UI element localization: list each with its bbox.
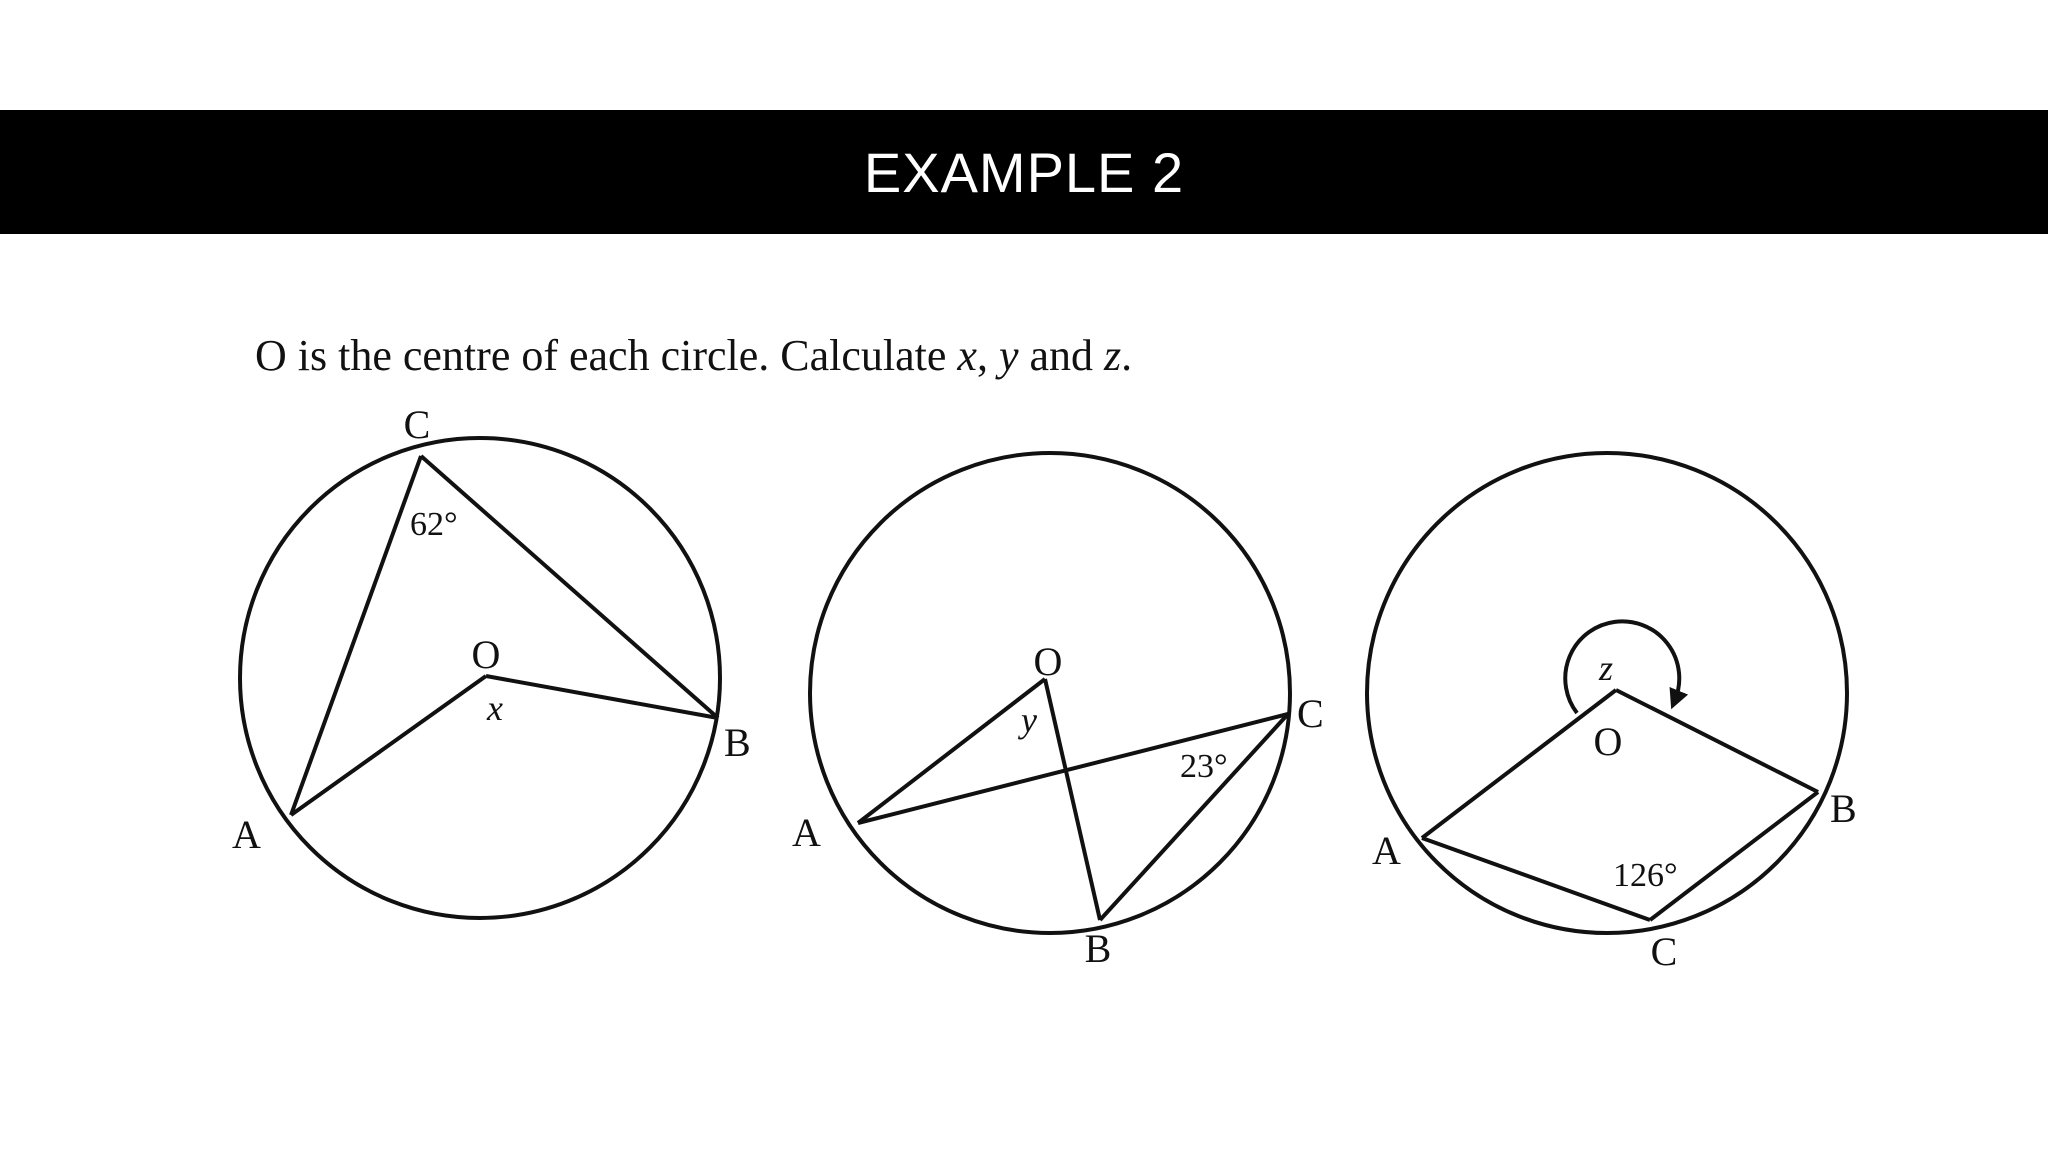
figure-3-label-c: C: [1651, 929, 1678, 974]
figure-1-label-c: C: [404, 402, 431, 447]
figure-3-radius-oa: [1420, 688, 1618, 840]
figure-3-radius-ob: [1615, 688, 1819, 794]
title-bar: EXAMPLE 2: [0, 110, 2048, 234]
figure-3-chord-cb: [1648, 790, 1820, 922]
figure-2-angle-label: 23°: [1180, 748, 1228, 785]
figure-3-chord-ac: [1421, 836, 1651, 922]
figure-1-label-b: B: [724, 720, 751, 765]
figure-2-circle: [808, 451, 1292, 935]
question-prefix: O is the centre of each circle. Calculat…: [255, 331, 958, 380]
figure-2-chord-ac: [857, 712, 1289, 825]
figure-1-radius-oa: [289, 674, 488, 817]
figure-3-unknown-label: z: [1598, 648, 1613, 688]
figure-2-chord-cb: [1098, 712, 1290, 922]
figure-1-circle: [238, 436, 722, 920]
figure-2-label-b: B: [1085, 926, 1112, 971]
figure-2-radius-oa: [856, 677, 1047, 825]
question-suffix: .: [1121, 331, 1133, 380]
question-var-z: z: [1104, 331, 1122, 380]
question-sep-1: ,: [976, 331, 999, 380]
figure-1-angle-label: 62°: [410, 506, 458, 543]
figure-2-label-a: A: [792, 810, 821, 855]
figure-2: [808, 451, 1292, 935]
figure-3-reflex-arc: [1563, 619, 1689, 715]
slide-title: EXAMPLE 2: [863, 140, 1185, 204]
figure-1-radius-ob: [485, 674, 719, 720]
figure-1-chord-cb: [419, 454, 720, 720]
figure-2-unknown-label: y: [1018, 700, 1037, 740]
figure-2-label-c: C: [1297, 691, 1324, 736]
figure-2-label-o: O: [1034, 639, 1063, 684]
figure-1-label-a: A: [232, 812, 261, 857]
figure-1-chord-ca: [289, 455, 423, 816]
figure-3-label-a: A: [1372, 828, 1401, 873]
figure-2-radius-ob: [1043, 678, 1102, 921]
figure-3: [1365, 451, 1849, 935]
figure-1: [238, 436, 722, 920]
figure-3-circle: [1365, 451, 1849, 935]
question-text: O is the centre of each circle. Calculat…: [255, 330, 1132, 381]
figure-3-angle-label: 126°: [1613, 857, 1678, 894]
figure-3-label-b: B: [1830, 786, 1857, 831]
question-var-x: x: [957, 331, 977, 380]
figure-1-label-o: O: [472, 632, 501, 677]
figure-3-label-o: O: [1594, 719, 1623, 764]
question-sep-2: and: [1018, 331, 1105, 380]
figure-1-unknown-label: x: [486, 688, 503, 728]
question-var-y: y: [998, 331, 1019, 380]
